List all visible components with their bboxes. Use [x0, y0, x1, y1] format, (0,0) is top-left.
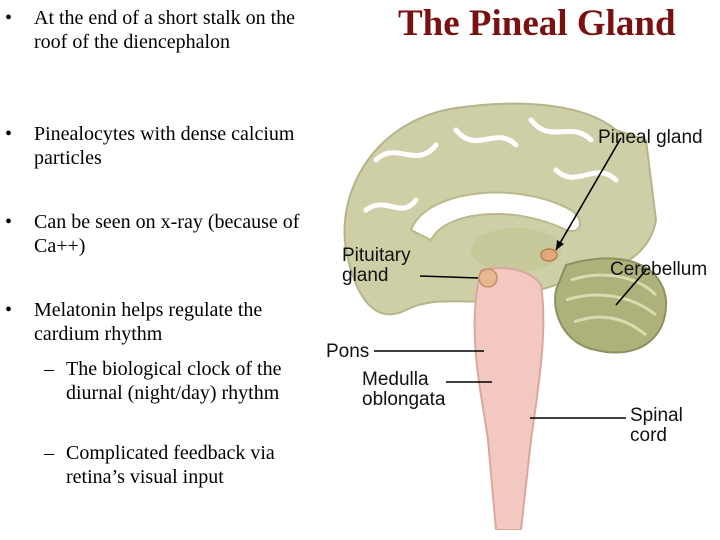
- bullet-item: • At the end of a short stalk on the roo…: [5, 6, 315, 54]
- cerebellum-leader: [615, 269, 647, 306]
- label-cerebellum: Cerebellum: [610, 259, 708, 280]
- bullet-dot: •: [5, 123, 13, 145]
- label-pituitary-gland: Pituitary gland: [342, 245, 411, 286]
- bullet-text: At the end of a short stalk on the roof …: [34, 7, 296, 53]
- pineal-shape: [540, 248, 558, 262]
- sub-bullet-item: – The biological clock of the diurnal (n…: [44, 357, 314, 405]
- thalamus: [471, 228, 561, 272]
- gyri-lines: [363, 117, 619, 213]
- sub-bullet-dash: –: [44, 442, 54, 464]
- bullet-item: • Can be seen on x-ray (because of Ca++): [5, 210, 315, 258]
- sub-bullet-dash: –: [44, 358, 54, 380]
- bullet-item: • Pinealocytes with dense calcium partic…: [5, 122, 315, 170]
- label-spinal-cord: Spinal cord: [630, 405, 683, 446]
- bullet-text: Pinealocytes with dense calcium particle…: [34, 123, 295, 169]
- bullet-dot: •: [5, 211, 13, 233]
- slide-title: The Pineal Gland: [398, 3, 676, 44]
- pineal-leader: [555, 137, 622, 251]
- brain-sagittal-figure: Pineal gland Pituitary gland Cerebellum …: [316, 100, 720, 530]
- bullet-text: Melatonin helps regulate the cardium rhy…: [34, 299, 263, 345]
- sub-bullet-text: Complicated feedback via retina’s visual…: [66, 442, 275, 488]
- bullet-dot: •: [5, 299, 13, 321]
- bullet-dot: •: [5, 7, 13, 29]
- cerebellum-folia: [565, 273, 658, 337]
- label-pons: Pons: [326, 341, 370, 362]
- corpus-callosum: [409, 191, 581, 242]
- pituitary-shape: [478, 268, 498, 288]
- brain-illustration: [343, 102, 668, 530]
- label-pineal-gland: Pineal gland: [598, 127, 703, 148]
- bullet-text: Can be seen on x-ray (because of Ca++): [34, 211, 300, 257]
- pituitary-leader: [419, 275, 479, 279]
- sub-bullet-text: The biological clock of the diurnal (nig…: [66, 358, 282, 404]
- label-medulla-oblongata: Medulla oblongata: [362, 369, 446, 410]
- pineal-arrowhead: [556, 240, 564, 250]
- brainstem-shape: [473, 267, 545, 530]
- sub-bullet-item: – Complicated feedback via retina’s visu…: [44, 441, 314, 489]
- bullet-item: • Melatonin helps regulate the cardium r…: [5, 298, 315, 346]
